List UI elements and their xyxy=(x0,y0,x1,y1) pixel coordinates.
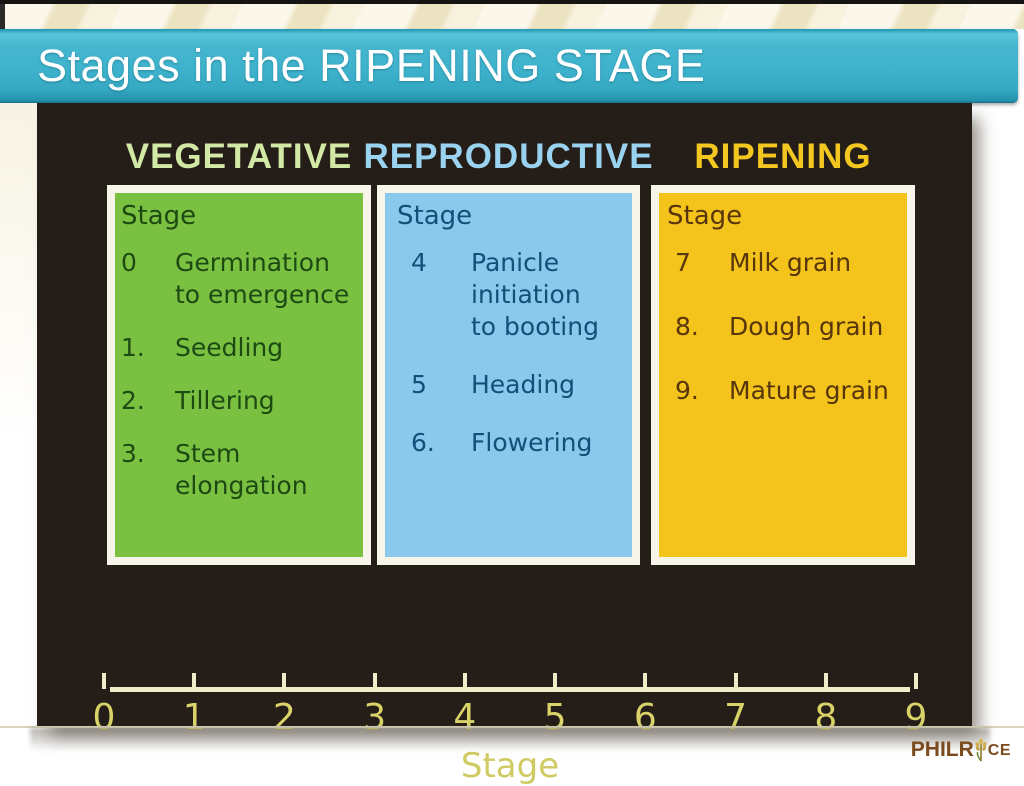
growth-stages-diagram: VEGETATIVE REPRODUCTIVE RIPENING Stage 0… xyxy=(37,103,972,786)
stage-item: 2. Tillering xyxy=(121,385,359,417)
vegetative-header: VEGETATIVE xyxy=(125,137,353,176)
stage-item: 3. Stem elongation xyxy=(121,438,359,502)
stage-item: 8. Dough grain xyxy=(667,311,903,343)
stage-item: 5 Heading xyxy=(397,369,628,401)
top-left-notch xyxy=(0,4,5,29)
stage-number: 5 xyxy=(411,370,427,399)
logo-text-tail: CE xyxy=(987,742,1011,760)
stage-number: 0 xyxy=(121,248,137,277)
axis-tick xyxy=(462,673,467,689)
stage-name: Milk grain xyxy=(729,248,852,277)
footer-rule xyxy=(0,726,1024,728)
axis-tick xyxy=(553,673,558,689)
stage-number: 4 xyxy=(411,248,427,277)
stage-name: Panicle initiation to booting xyxy=(471,248,599,341)
left-margin xyxy=(0,103,37,726)
reproductive-stage-box: Stage 4 Panicle initiation to booting 5 … xyxy=(377,185,640,565)
stage-number: 7 xyxy=(675,248,691,277)
stage-name: Germination to emergence xyxy=(175,248,350,309)
axis-tick xyxy=(733,673,738,689)
stage-name: Mature grain xyxy=(729,376,889,405)
logo-text-main: PHILR xyxy=(910,738,974,761)
stage-heading: Stage xyxy=(121,201,197,231)
stage-name: Flowering xyxy=(471,428,593,457)
axis-tick xyxy=(282,673,287,689)
stage-number: 3. xyxy=(121,439,145,468)
axis-tick xyxy=(102,673,106,689)
stage-number: 9. xyxy=(675,376,699,405)
rice-stalk-icon xyxy=(975,738,987,762)
reproductive-header: REPRODUCTIVE xyxy=(363,137,654,176)
ripening-stage-box: Stage 7 Milk grain 8. Dough grain 9. Mat… xyxy=(651,185,915,565)
stage-item: 7 Milk grain xyxy=(667,247,903,279)
title-banner: Stages in the RIPENING STAGE xyxy=(0,29,1018,103)
stage-item: 9. Mature grain xyxy=(667,375,903,407)
axis-tick xyxy=(643,673,648,689)
stage-heading: Stage xyxy=(667,201,743,231)
stage-number: 6. xyxy=(411,428,435,457)
stage-item: 6. Flowering xyxy=(397,427,628,459)
stage-name: Stem elongation xyxy=(175,439,308,500)
stage-name: Dough grain xyxy=(729,312,884,341)
vegetative-stage-box: Stage 0 Germination to emergence 1. Seed… xyxy=(107,185,371,565)
axis-tick xyxy=(372,673,377,689)
slide-title: Stages in the RIPENING STAGE xyxy=(37,40,706,91)
stage-number: 8. xyxy=(675,312,699,341)
stage-item: 1. Seedling xyxy=(121,332,359,364)
top-edge-strip xyxy=(0,0,1024,4)
axis-tick xyxy=(823,673,828,689)
stage-name: Heading xyxy=(471,370,576,399)
stage-item: 4 Panicle initiation to booting xyxy=(397,247,628,343)
stage-number: 2. xyxy=(121,386,145,415)
stage-name: Seedling xyxy=(175,333,284,362)
stage-heading: Stage xyxy=(397,201,473,231)
decorative-brush-band xyxy=(0,4,1024,29)
stage-item: 0 Germination to emergence xyxy=(121,247,359,311)
axis-tick xyxy=(192,673,197,689)
ripening-header: RIPENING xyxy=(694,137,872,176)
stage-number: 1. xyxy=(121,333,145,362)
figure-shadow xyxy=(30,728,990,754)
stage-axis: 0 1 2 3 4 5 6 7 8 9 Stage xyxy=(93,570,927,786)
axis-tick xyxy=(914,673,918,689)
stage-name: Tillering xyxy=(175,386,275,415)
philrice-logo: PHILR CE xyxy=(910,732,1011,762)
axis-line xyxy=(110,687,910,692)
